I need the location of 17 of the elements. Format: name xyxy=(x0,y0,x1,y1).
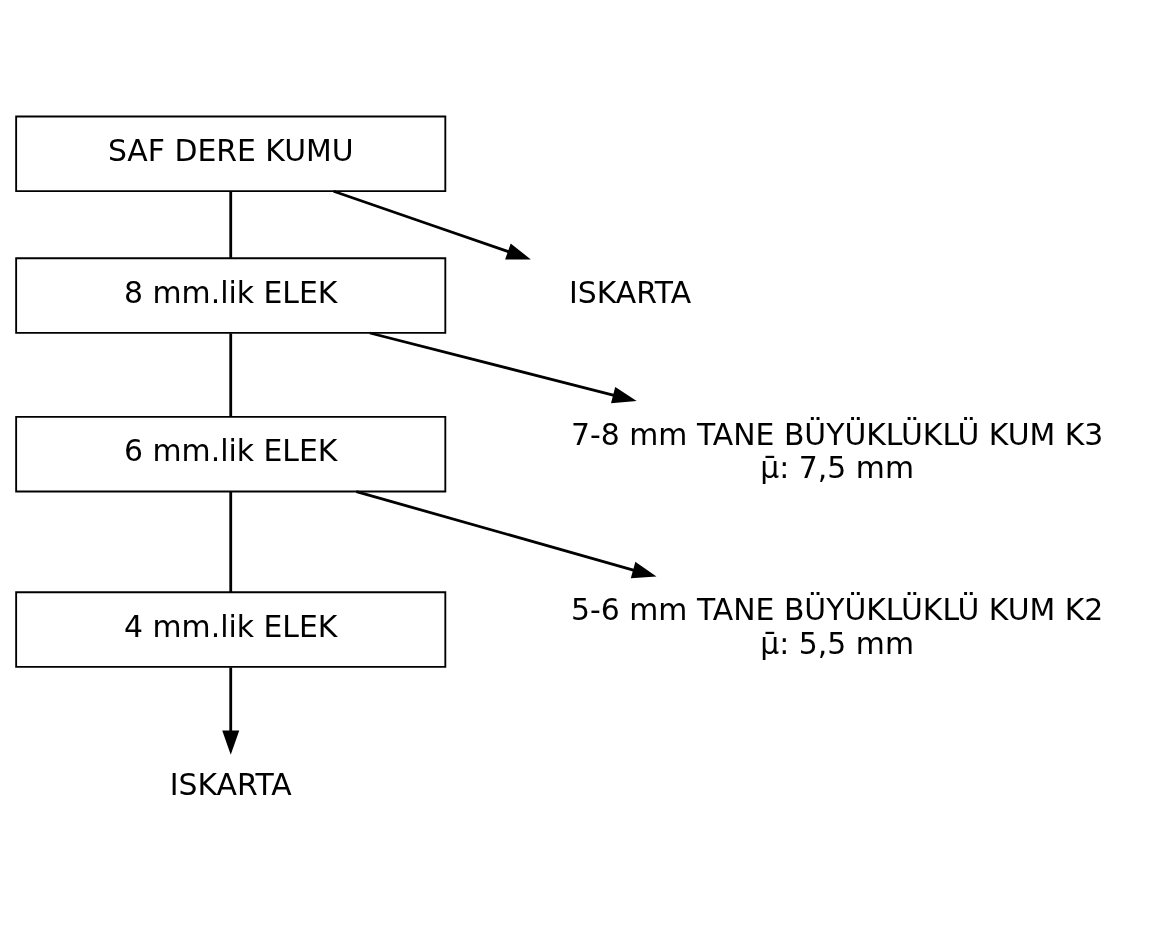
node-text: ISKARTA xyxy=(568,274,692,310)
arrow xyxy=(333,189,531,260)
node-box: SAF DERE KUMU xyxy=(15,115,447,193)
node-box: 6 mm.lik ELEK xyxy=(15,415,447,493)
node-text: 7-8 mm TANE BÜYÜKLÜKLÜ KUM K3 xyxy=(571,416,1104,452)
connector xyxy=(229,191,233,258)
node-text: 5-6 mm TANE BÜYÜKLÜKLÜ KUM K2 xyxy=(571,591,1104,627)
node-box: 8 mm.lik ELEK xyxy=(15,257,447,334)
arrow xyxy=(222,667,240,755)
node-label: μ̄: 7,5 mm xyxy=(760,450,914,486)
connector xyxy=(229,333,233,417)
arrow xyxy=(369,331,637,404)
arrow xyxy=(356,490,657,579)
node-text: ISKARTA xyxy=(169,767,292,803)
connector xyxy=(229,491,233,593)
node-label: μ̄: 5,5 mm xyxy=(760,625,914,661)
node-box: 4 mm.lik ELEK xyxy=(15,591,447,668)
